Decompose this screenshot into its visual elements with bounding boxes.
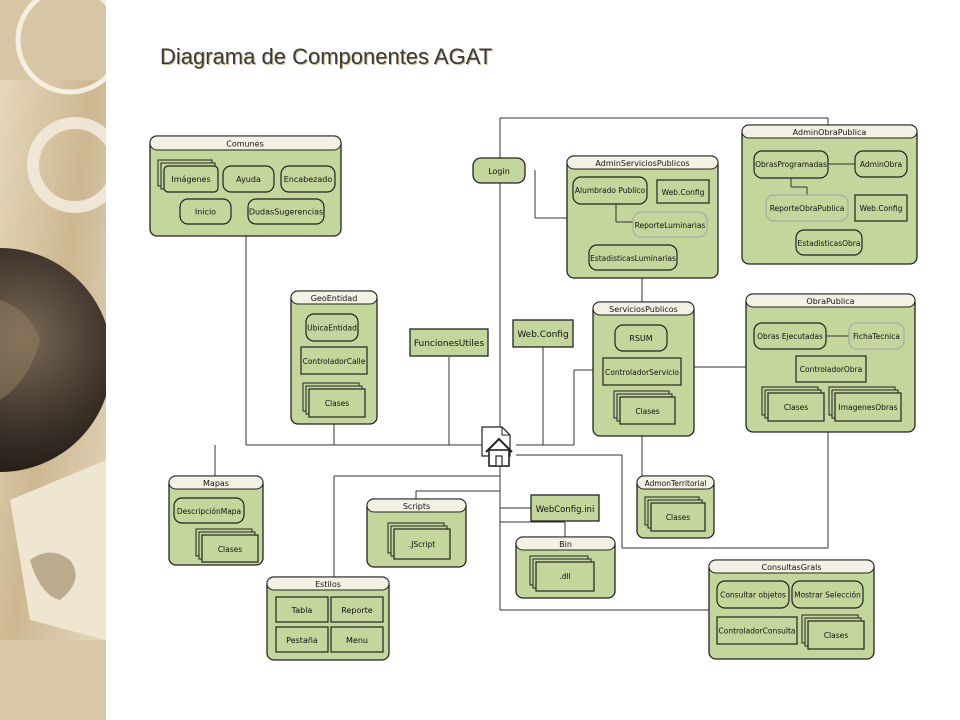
geoentidad-item-ubica: UbicaEntidad [307, 324, 357, 333]
login-label: Login [488, 167, 510, 176]
mapas-item-clases: Clases [218, 545, 242, 554]
component-consultas: ConsultasGrals Consultar objetos Mostrar… [708, 559, 875, 660]
obra-publica-item-controlador: ControladorObra [800, 365, 862, 374]
admin-obra-item-adminobra: AdminObra [860, 160, 902, 169]
admin-obra-title: AdminObraPublica [793, 128, 867, 137]
servicios-title: ServiciosPublicos [609, 305, 678, 314]
page-title: Diagrama de Componentes AGAT [160, 44, 493, 69]
obra-publica-item-imagenes: ImagenesObras [838, 403, 897, 412]
component-bin: Bin .dll [515, 536, 616, 599]
component-admon-territorial: AdmonTerritorial Clases [636, 475, 715, 539]
component-webconfig: Web.Config [512, 319, 574, 348]
component-mapas: Mapas DescripciónMapa Clases [168, 475, 264, 566]
servicios-item-clases: Clases [635, 407, 659, 416]
component-admin-servicios: AdminServiciosPublicos Alumbrado Publico… [566, 155, 719, 279]
funciones-utiles-label: FuncionesUtiles [414, 339, 485, 349]
bin-item-dll: .dll [559, 572, 570, 581]
admon-territorial-item-clases: Clases [666, 513, 690, 522]
obra-publica-title: ObraPublica [806, 297, 854, 306]
component-scripts: Scripts .JScript [366, 498, 467, 568]
consultas-item-consultar: Consultar objetos [720, 591, 786, 600]
comunes-title: Comunes [226, 140, 264, 149]
geoentidad-item-controlador: ControladorCalle [303, 357, 366, 366]
admin-servicios-item-alumbrado: Alumbrado Publico [575, 186, 646, 195]
admin-obra-item-webconfig: Web.Config [860, 204, 903, 213]
estilos-item-tabla: Tabla [291, 606, 313, 615]
home-folder-icon [481, 426, 513, 467]
scripts-item-jscript: .JScript [409, 540, 435, 549]
admin-obra-item-programadas: ObrasProgramadas [755, 160, 827, 169]
consultas-item-controlador: ControladorConsulta [719, 627, 796, 636]
webconfig-label: Web.Config [517, 330, 568, 340]
mapas-title: Mapas [203, 479, 229, 488]
admon-territorial-title: AdmonTerritorial [645, 479, 707, 488]
comunes-item-ayuda: Ayuda [236, 175, 261, 184]
mapas-item-descripcion: DescripciónMapa [177, 507, 241, 516]
consultas-item-clases: Clases [824, 631, 848, 640]
bin-title: Bin [559, 540, 572, 549]
connector-lines [214, 117, 829, 611]
estilos-item-reporte: Reporte [341, 606, 373, 615]
comunes-item-inicio: Inicio [195, 208, 216, 217]
consultas-item-mostrar: Mostrar Selección [794, 591, 861, 600]
component-comunes: Comunes Imágenes Ayuda Encabezado Inicio… [149, 135, 342, 237]
component-admin-obra: AdminObraPublica ObrasProgramadas AdminO… [741, 124, 918, 265]
component-webconfig-ini: WebConfig.ini [530, 494, 600, 522]
component-estilos: Estilos Tabla Reporte Pestaña Menu [266, 576, 390, 661]
consultas-title: ConsultasGrals [762, 563, 822, 572]
webconfig-ini-label: WebConfig.ini [536, 505, 595, 515]
admin-servicios-item-estadisticas: EstadisticasLuminarias [590, 254, 676, 263]
component-login: Login [472, 157, 526, 184]
estilos-item-pestana: Pestaña [286, 636, 318, 645]
estilos-item-menu: Menu [346, 636, 368, 645]
comunes-item-encabezado: Encabezado [284, 175, 333, 184]
obra-publica-item-clases: Clases [784, 403, 808, 412]
admin-servicios-title: AdminServiciosPublicos [595, 159, 689, 168]
geoentidad-item-clases: Clases [325, 399, 349, 408]
comunes-item-dudas: DudasSugerencias [249, 208, 323, 217]
component-obra-publica: ObraPublica Obras Ejecutadas FichaTecnic… [745, 293, 916, 433]
admin-servicios-item-webconfig: Web.Config [662, 188, 705, 197]
component-geoentidad: GeoEntidad UbicaEntidad ControladorCalle… [290, 290, 378, 425]
servicios-item-rsum: RSUM [629, 334, 652, 343]
geoentidad-title: GeoEntidad [311, 294, 358, 303]
component-servicios: ServiciosPublicos RSUM ControladorServic… [592, 301, 695, 437]
servicios-item-controlador: ControladorServicio [605, 368, 679, 377]
component-funciones-utiles: FuncionesUtiles [409, 328, 489, 357]
decorative-background [0, 0, 106, 720]
scripts-title: Scripts [403, 502, 430, 511]
admin-obra-item-estadisticas: EstadisticasObra [798, 239, 861, 248]
estilos-title: Estilos [315, 580, 341, 589]
admin-servicios-item-reporte: ReporteLuminarias [635, 221, 706, 230]
admin-obra-item-reporte: ReporteObraPublica [770, 204, 845, 213]
comunes-item-imagenes: Imágenes [171, 175, 210, 184]
obra-publica-item-ejecutadas: Obras Ejecutadas [757, 332, 823, 341]
obra-publica-item-ficha: FichaTecnica [853, 332, 900, 341]
